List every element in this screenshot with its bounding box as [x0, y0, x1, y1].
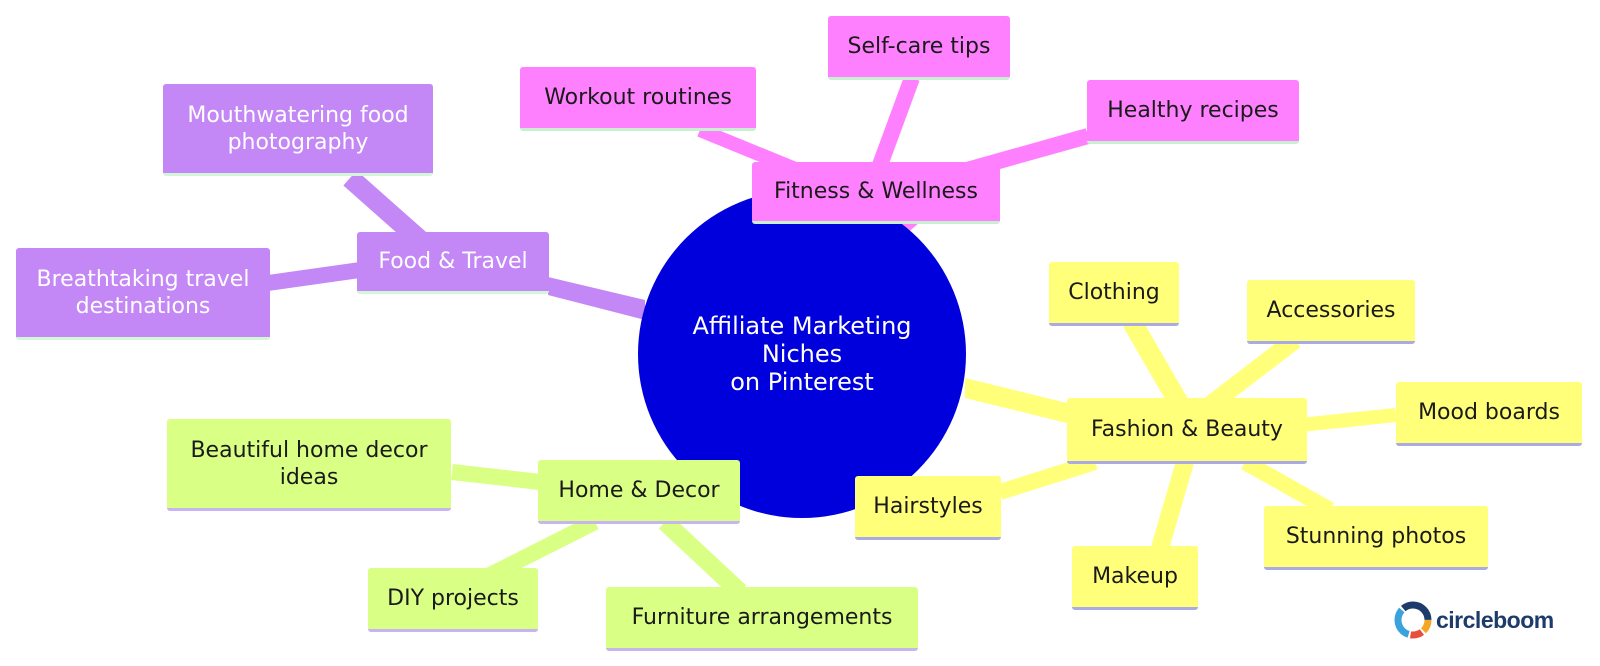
- node-home-decor-ideas-line1: Beautiful home decor: [190, 437, 428, 463]
- node-self-care-tips-label: Self-care tips: [847, 34, 991, 59]
- branch-fashion-beauty-label: Fashion & Beauty: [1091, 417, 1283, 442]
- connector-fash-accessories: [1204, 332, 1301, 413]
- circleboom-logo-text: circleboom: [1436, 606, 1554, 633]
- connector-center-fashion: [965, 378, 1075, 425]
- branch-fitness-wellness: Fitness & Wellness: [752, 162, 1000, 224]
- connector-fit-selfcare: [872, 75, 920, 168]
- circleboom-logo-icon: [1394, 601, 1432, 639]
- node-accessories-label: Accessories: [1266, 298, 1396, 323]
- branch-fashion-beauty: Fashion & Beauty: [1067, 398, 1307, 464]
- node-diy-projects-label: DIY projects: [387, 586, 519, 611]
- node-mood-boards: Mood boards: [1396, 382, 1582, 446]
- connector-home-diy: [486, 514, 599, 583]
- node-furniture-arrangements: Furniture arrangements: [606, 587, 918, 651]
- node-hairstyles-label: Hairstyles: [873, 494, 983, 519]
- node-travel-destinations-line2: destinations: [75, 293, 211, 319]
- node-food-photography: Mouthwatering food photography: [163, 84, 433, 176]
- node-home-decor-ideas: Beautiful home decor ideas: [167, 419, 451, 511]
- branch-food-travel-label: Food & Travel: [378, 249, 528, 274]
- branch-home-decor-label: Home & Decor: [558, 478, 720, 503]
- node-food-photography-line2: photography: [227, 129, 369, 155]
- connector-fash-mood: [1299, 408, 1397, 432]
- node-stunning-photos-label: Stunning photos: [1285, 524, 1467, 549]
- connector-fash-clothing: [1123, 316, 1189, 411]
- node-self-care-tips: Self-care tips: [828, 16, 1010, 80]
- node-hairstyles: Hairstyles: [855, 476, 1001, 540]
- branch-home-decor: Home & Decor: [538, 460, 740, 524]
- node-makeup: Makeup: [1072, 546, 1198, 610]
- node-accessories: Accessories: [1247, 280, 1415, 344]
- connector-food-travel-dest: [266, 262, 362, 291]
- node-food-photography-line1: Mouthwatering food: [187, 102, 409, 128]
- connector-center-food: [548, 277, 645, 320]
- center-label-line2: on Pinterest: [730, 368, 874, 396]
- branch-fitness-wellness-label: Fitness & Wellness: [774, 179, 978, 204]
- node-workout-routines: Workout routines: [520, 67, 756, 131]
- connector-food-photo: [343, 170, 427, 248]
- node-workout-routines-label: Workout routines: [544, 85, 732, 110]
- node-healthy-recipes: Healthy recipes: [1087, 80, 1299, 144]
- node-stunning-photos: Stunning photos: [1264, 506, 1488, 570]
- connector-home-furniture: [658, 515, 747, 599]
- node-clothing: Clothing: [1049, 262, 1179, 326]
- branch-food-travel: Food & Travel: [357, 232, 549, 294]
- center-label-line1: Affiliate Marketing Niches: [692, 312, 912, 368]
- node-mood-boards-label: Mood boards: [1418, 400, 1560, 425]
- node-healthy-recipes-label: Healthy recipes: [1107, 98, 1279, 123]
- node-home-decor-ideas-line2: ideas: [279, 464, 339, 490]
- node-diy-projects: DIY projects: [368, 568, 538, 632]
- connector-fash-makeup: [1151, 459, 1194, 551]
- node-travel-destinations: Breathtaking travel destinations: [16, 248, 270, 340]
- circleboom-logo: circleboom: [1394, 600, 1554, 640]
- connector-fash-hair: [997, 454, 1098, 500]
- connector-fash-photos: [1241, 455, 1334, 517]
- node-travel-destinations-line1: Breathtaking travel: [36, 266, 250, 292]
- node-furniture-arrangements-label: Furniture arrangements: [631, 605, 893, 630]
- node-clothing-label: Clothing: [1068, 280, 1160, 305]
- connector-home-ideas: [451, 464, 541, 490]
- node-makeup-label: Makeup: [1092, 564, 1178, 589]
